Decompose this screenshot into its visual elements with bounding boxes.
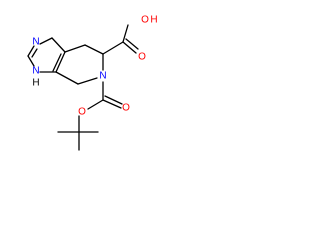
bond-c12-o-carbonyl-double xyxy=(104,95,123,105)
molecule-drawing: N N H N O O O H O xyxy=(27,15,158,151)
bond-c6-n1 xyxy=(27,45,35,57)
bond-c7-c8 xyxy=(84,44,104,55)
bond-c3-c4-double xyxy=(52,53,62,72)
bond-n9-c10 xyxy=(77,77,98,85)
bond-c10-c4 xyxy=(55,71,79,85)
bond-c3-c4 xyxy=(55,51,66,73)
atom-n-top: N xyxy=(32,37,39,48)
atom-labels: N N H N O O O H O xyxy=(32,15,157,118)
bond-c11-o xyxy=(122,41,137,54)
atom-n-left: N xyxy=(32,66,39,77)
bond-c11-o-double xyxy=(125,38,139,50)
atom-o-carbonyl: O xyxy=(122,103,130,114)
atom-oh-o: O xyxy=(141,15,149,26)
bond-lines xyxy=(27,24,139,151)
bond-c3-c7 xyxy=(64,44,86,53)
bond-n5-c6 xyxy=(27,55,35,67)
chemical-structure-canvas: N N H N O O O H O xyxy=(0,0,193,154)
bond-n1-c2 xyxy=(39,37,53,45)
bond-c12-o-ester xyxy=(87,99,104,110)
atom-h-left: H xyxy=(32,78,39,89)
atom-oh-h: H xyxy=(150,15,157,26)
bond-c6-n1-double xyxy=(31,48,38,58)
bond-c8-c11 xyxy=(102,41,124,55)
bond-c11-oh xyxy=(122,24,129,43)
bond-c2-c3 xyxy=(51,37,66,53)
atom-n-ring: N xyxy=(99,71,106,82)
atom-o-ester: O xyxy=(78,107,86,118)
atom-acid-carbonyl-o: O xyxy=(138,52,146,63)
bond-c12-o-carbonyl xyxy=(102,99,122,109)
